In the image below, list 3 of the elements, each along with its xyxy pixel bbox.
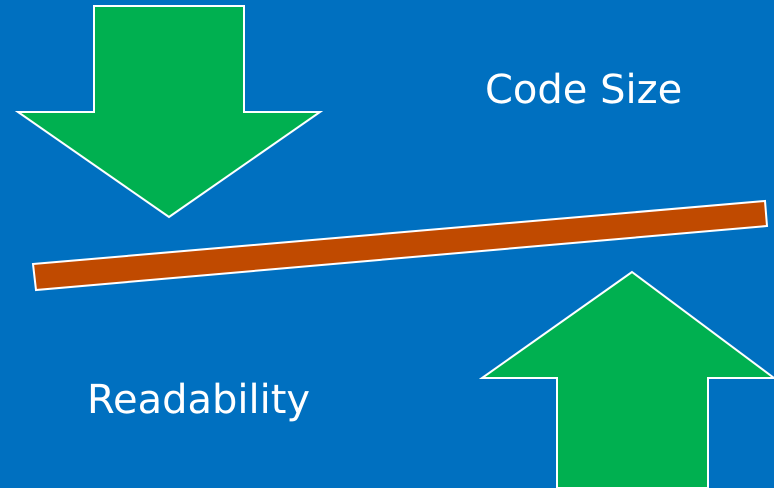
seesaw-beam <box>32 200 768 292</box>
label-text: Readability <box>87 380 310 420</box>
label-text: Code Size <box>485 70 682 110</box>
